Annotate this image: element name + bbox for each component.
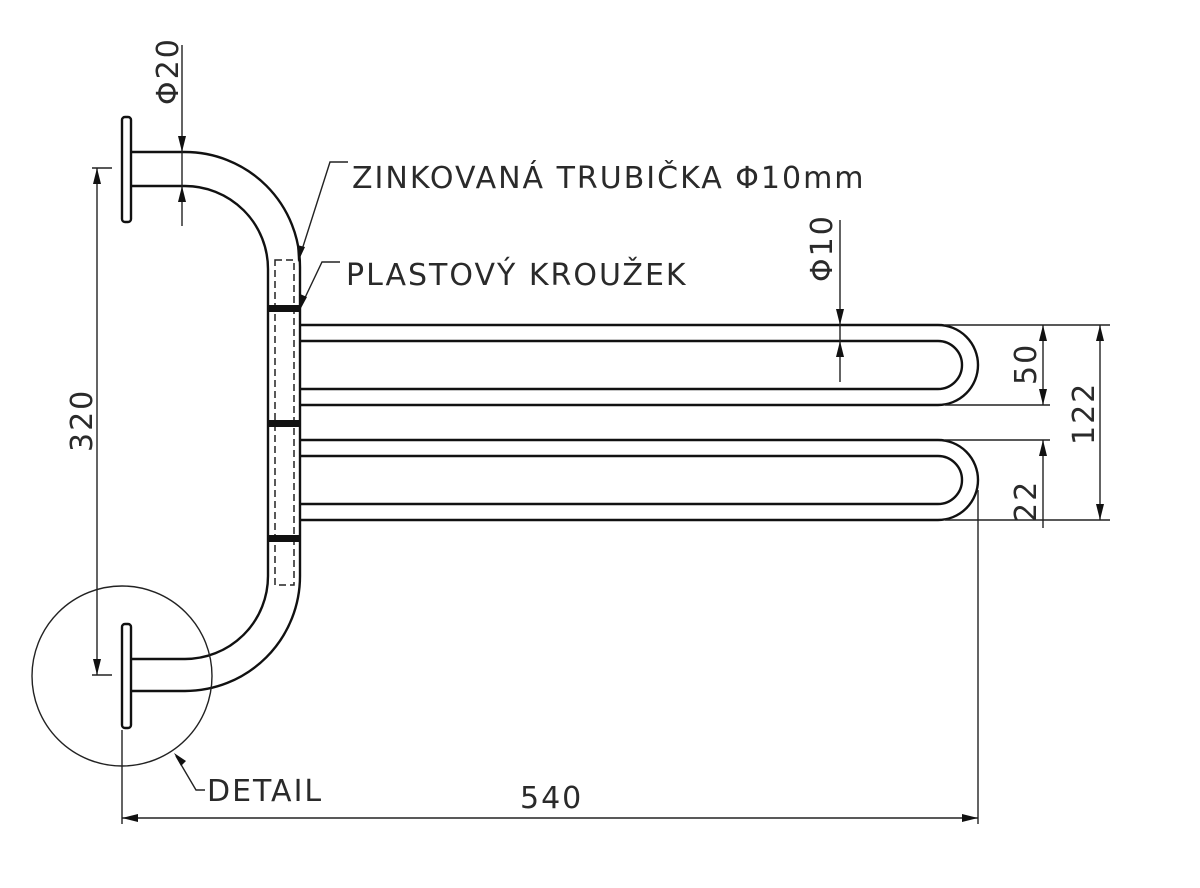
dimension-tube-diameter: Φ10 <box>805 214 844 382</box>
bottom-wall-flange <box>120 622 133 730</box>
dimension-height: 320 <box>65 167 112 676</box>
top-wall-flange <box>120 115 133 224</box>
detail-label: DETAIL <box>207 774 323 809</box>
plastic-ring <box>267 535 301 542</box>
dimension-label: 320 <box>65 389 100 452</box>
dimension-label: 50 <box>1009 343 1044 385</box>
detail-callout: DETAIL <box>31 585 323 809</box>
plastic-rings <box>267 305 301 542</box>
tube-callout: ZINKOVANÁ TRUBIČKA Φ10mm <box>297 159 866 262</box>
dimension-label: 122 <box>1067 382 1102 445</box>
heating-loop-lower <box>300 438 980 522</box>
plastic-ring <box>267 420 301 427</box>
dimension-loop-gap: 22 <box>1009 440 1047 528</box>
ring-callout: PLASTOVÝ KROUŽEK <box>300 257 688 310</box>
plastic-ring <box>267 305 301 312</box>
extension-lines <box>945 324 1110 521</box>
dimension-total-loop-height: 122 <box>1067 325 1104 520</box>
dimension-label: Φ10 <box>805 214 840 282</box>
heating-loop-upper <box>300 323 980 407</box>
dimension-label: 22 <box>1009 480 1044 522</box>
dimension-label: 540 <box>520 781 583 816</box>
dimension-label: Φ20 <box>151 37 186 105</box>
dimension-loop-spacing: 50 <box>1009 325 1047 405</box>
tube-label: ZINKOVANÁ TRUBIČKA Φ10mm <box>352 159 866 196</box>
dimension-length: 540 <box>121 490 979 824</box>
dimension-pipe-diameter: Φ20 <box>151 37 186 226</box>
ring-label: PLASTOVÝ KROUŽEK <box>346 257 688 293</box>
